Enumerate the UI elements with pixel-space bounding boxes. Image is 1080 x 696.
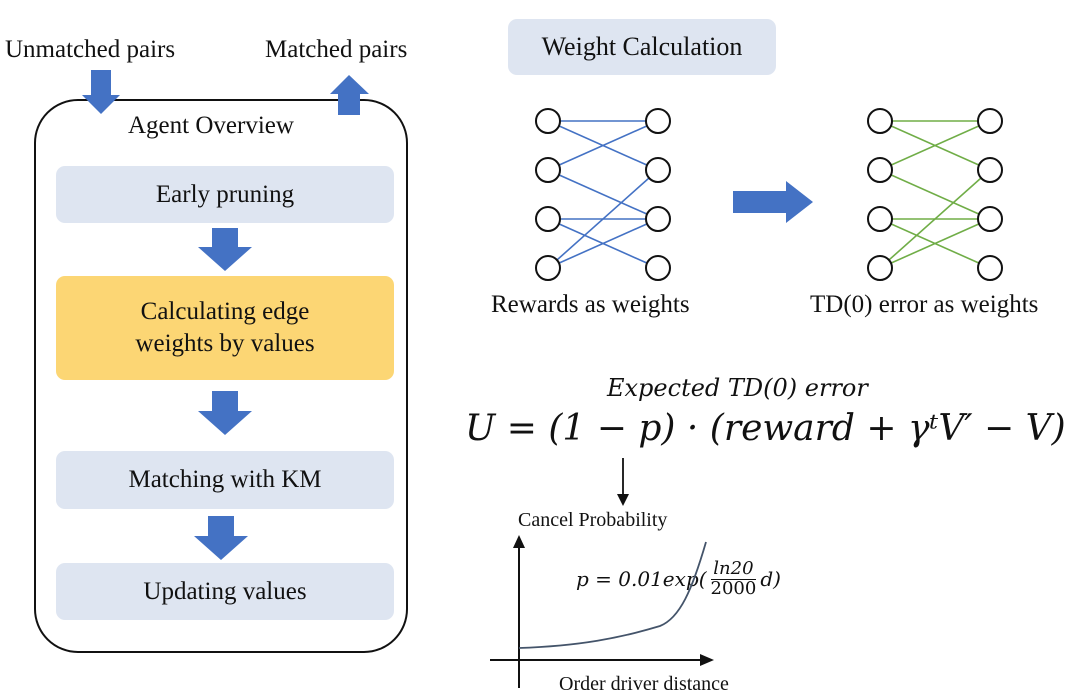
- bipartite-graph-td-error: [867, 108, 1003, 281]
- unmatched-pairs-label: Unmatched pairs: [5, 36, 176, 63]
- right-arrow-icon: [733, 181, 813, 223]
- step-early-pruning: Early pruning: [56, 166, 394, 223]
- cancel-probability-curve: [518, 541, 707, 649]
- bipartite-node: [977, 108, 1003, 134]
- step-updating-values: Updating values: [56, 563, 394, 620]
- order-driver-distance-label: Order driver distance: [559, 673, 729, 695]
- up-arrow-icon: [330, 75, 369, 115]
- bipartite-node: [867, 206, 893, 232]
- bipartite-node: [535, 108, 561, 134]
- step-label: Updating values: [143, 577, 307, 605]
- bipartite-node: [977, 206, 1003, 232]
- step-matching-km: Matching with KM: [56, 451, 394, 509]
- bipartite-edge: [879, 120, 991, 171]
- bipartite-edge: [879, 169, 991, 269]
- bipartite-node: [645, 108, 671, 134]
- step-label: Early pruning: [155, 180, 295, 208]
- bipartite-node: [645, 157, 671, 183]
- fraction: ln20 2000: [709, 558, 759, 599]
- bipartite-node: [645, 255, 671, 281]
- agent-overview-box: [34, 99, 408, 653]
- step-calculating-edge-weights: Calculating edge weights by values: [56, 276, 394, 380]
- weight-calculation-label: Weight Calculation: [541, 32, 743, 61]
- bipartite-node: [867, 255, 893, 281]
- bipartite-graph-rewards: [535, 108, 671, 281]
- bipartite-edge: [547, 169, 659, 269]
- bipartite-node: [535, 255, 561, 281]
- bipartite-edge: [879, 218, 991, 269]
- bipartite-edge: [547, 120, 659, 171]
- rewards-caption: Rewards as weights: [491, 291, 690, 318]
- fraction-numerator: ln20: [711, 558, 756, 580]
- equation-prefix: p = 0.01exp(: [576, 567, 707, 592]
- bipartite-node: [977, 255, 1003, 281]
- bipartite-node: [867, 108, 893, 134]
- down-arrow-icon: [194, 516, 248, 560]
- cancel-probability-equation: p = 0.01exp( ln20 2000 d): [576, 558, 781, 599]
- bipartite-node: [977, 157, 1003, 183]
- bipartite-node: [867, 157, 893, 183]
- matched-pairs-label: Matched pairs: [265, 36, 408, 63]
- down-arrow-icon: [82, 70, 120, 114]
- bipartite-edge: [547, 218, 659, 269]
- equation-suffix: d): [760, 567, 781, 592]
- formula-equation: U = (1 − p) · (reward + γᵗV′ − V): [465, 408, 1066, 449]
- bipartite-node: [535, 157, 561, 183]
- y-axis-arrowhead: [513, 535, 525, 548]
- bipartite-node: [535, 206, 561, 232]
- bipartite-edge: [879, 169, 991, 220]
- down-arrow-icon: [198, 391, 252, 435]
- step-label: Matching with KM: [128, 466, 322, 493]
- down-arrow-icon: [198, 228, 252, 271]
- fraction-denominator: 2000: [710, 577, 757, 599]
- agent-overview-title: Agent Overview: [128, 112, 294, 139]
- bipartite-node: [645, 206, 671, 232]
- x-axis-arrowhead: [700, 654, 714, 666]
- formula-title: Expected TD(0) error: [607, 374, 868, 402]
- cancel-probability-label: Cancel Probability: [518, 509, 668, 531]
- step-label: Calculating edge weights by values: [135, 298, 315, 357]
- bipartite-edge: [547, 169, 659, 220]
- weight-calculation-header: Weight Calculation: [508, 19, 776, 75]
- td-error-caption: TD(0) error as weights: [810, 291, 1039, 318]
- arrowhead-icon: [617, 494, 629, 506]
